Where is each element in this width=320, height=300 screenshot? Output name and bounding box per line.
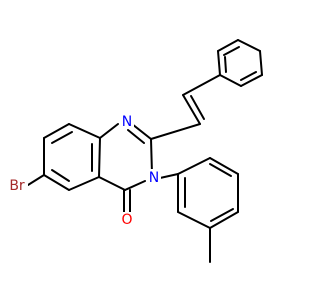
bond [217,50,221,76]
bond [182,74,221,96]
bond [43,174,70,191]
bond [240,74,263,87]
bond [68,123,101,139]
bond [131,123,152,140]
bond [223,46,240,56]
bond [51,131,73,144]
atom-labels: N N O Br [4,112,161,228]
bromine-label: Br [9,178,25,194]
bond [150,123,201,140]
bond [210,208,234,222]
bond [259,50,263,76]
bond [43,123,70,139]
bond [209,157,239,175]
bond [237,39,261,52]
bond [98,137,101,178]
oxygen-label: O [121,212,132,228]
bond-lines [27,39,263,263]
nitrogen-3-label: N [149,170,159,186]
bond [240,71,257,81]
bond [127,129,145,144]
bond [159,173,179,179]
bond [27,174,45,186]
bond [150,138,153,175]
bond [209,163,232,177]
bond [68,176,100,191]
bond [51,169,70,182]
bond [217,39,239,52]
nitrogen-1-label: N [122,114,132,130]
bond [209,211,239,229]
bond [177,211,211,229]
bond [182,94,201,125]
bond [190,95,205,120]
bond [219,74,242,87]
molecule-structure: N N O Br [4,39,263,263]
bond [98,176,126,191]
bond [124,180,146,191]
bond [224,56,227,73]
bond [177,157,211,175]
bond [99,123,119,139]
